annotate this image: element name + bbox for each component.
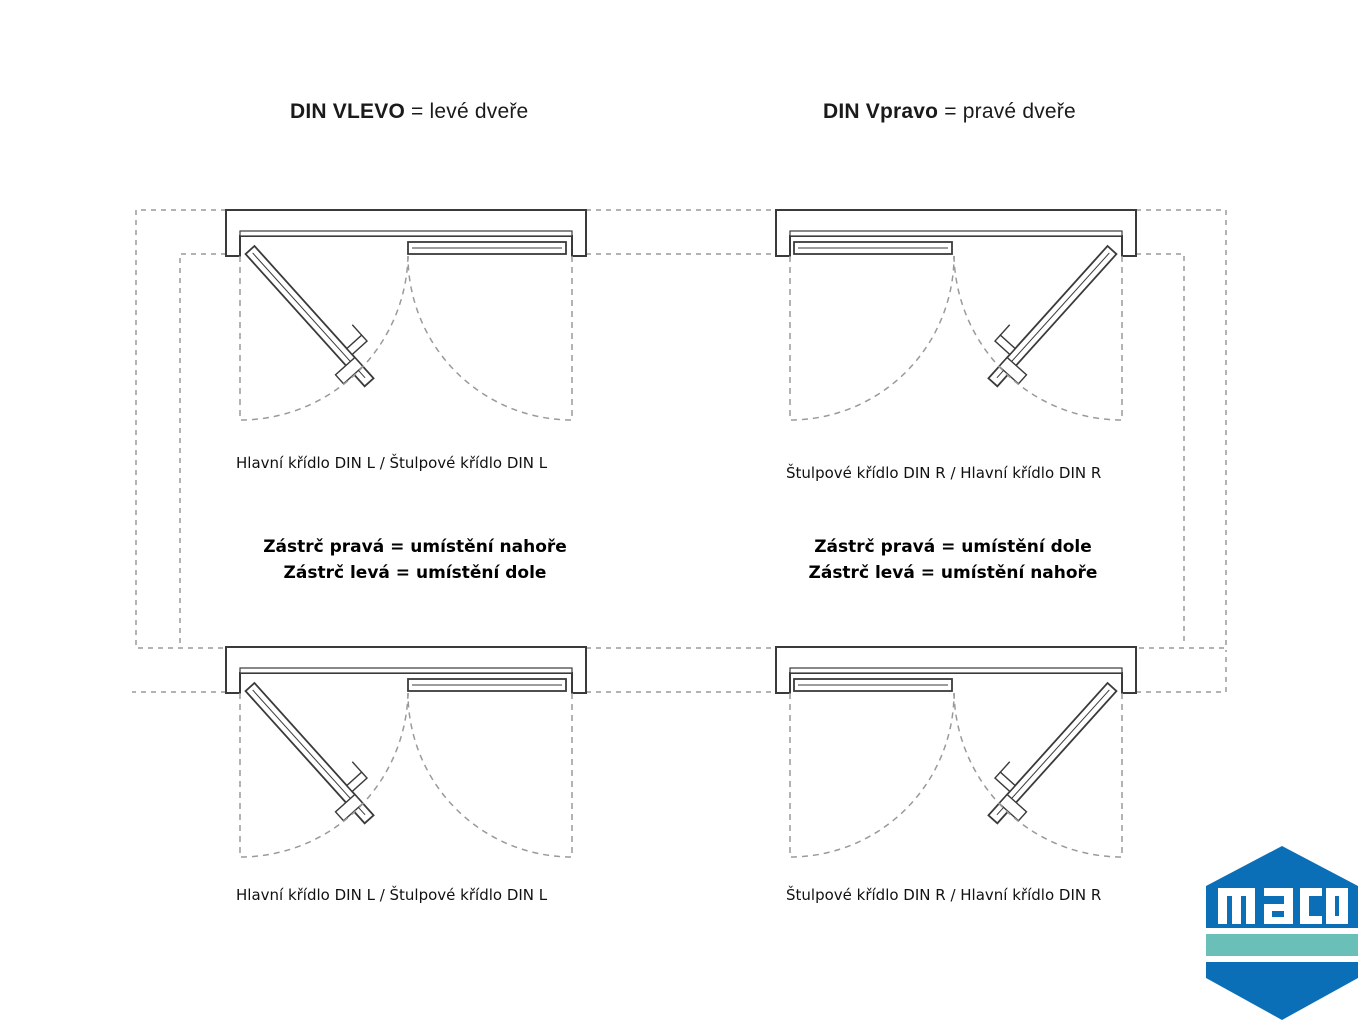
heading-right-strong: DIN Vpravo xyxy=(823,100,939,123)
door-unit-top-left xyxy=(225,209,587,421)
latch-rule-left-line2: Zástrč levá = umístění dole xyxy=(283,563,547,583)
caption-bottom-left: Hlavní křídlo DIN L / Štulpové křídlo DI… xyxy=(236,886,548,904)
latch-rule-right-line2: Zástrč levá = umístění nahoře xyxy=(808,563,1098,583)
caption-top-left: Hlavní křídlo DIN L / Štulpové křídlo DI… xyxy=(236,454,548,472)
heading-left-sep: = xyxy=(411,100,424,123)
heading-din-right: DIN Vpravo = pravé dveře xyxy=(823,100,1076,124)
heading-din-left: DIN VLEVO = levé dveře xyxy=(290,100,528,124)
maco-logo xyxy=(1206,846,1358,1020)
heading-left-rest: levé dveře xyxy=(429,100,529,123)
heading-left-strong: DIN VLEVO xyxy=(290,100,405,123)
heading-right-rest: pravé dveře xyxy=(962,100,1076,123)
latch-rule-left-line1: Zástrč pravá = umístění nahoře xyxy=(263,537,567,557)
caption-top-right: Štulpové křídlo DIN R / Hlavní křídlo DI… xyxy=(786,464,1102,482)
latch-rule-left: Zástrč pravá = umístění nahoře Zástrč le… xyxy=(225,534,605,586)
door-unit-top-right xyxy=(775,209,1137,421)
door-unit-bottom-right xyxy=(775,646,1137,858)
caption-bottom-right: Štulpové křídlo DIN R / Hlavní křídlo DI… xyxy=(786,886,1102,904)
wall-outline xyxy=(132,209,1227,693)
heading-right-sep: = xyxy=(944,100,957,123)
door-unit-bottom-left xyxy=(225,646,587,858)
latch-rule-right-line1: Zástrč pravá = umístění dole xyxy=(814,537,1092,557)
latch-rule-right: Zástrč pravá = umístění dole Zástrč levá… xyxy=(763,534,1143,586)
